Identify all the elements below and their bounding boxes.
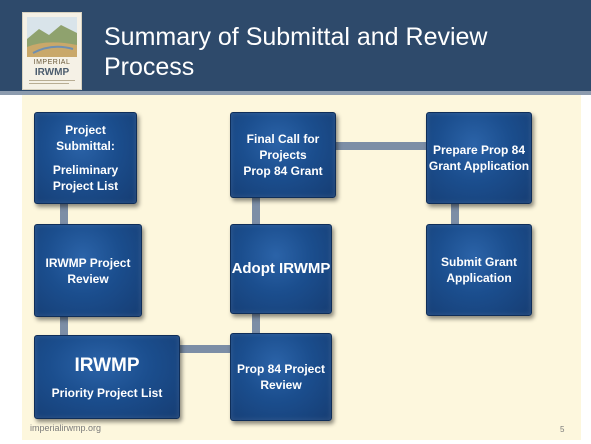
logo-text-top: IMPERIAL	[33, 59, 71, 66]
final-call-box: Final Call for Projects Prop 84 Grant	[230, 112, 336, 198]
header-divider	[0, 91, 591, 95]
connector-review-to-priority	[60, 313, 68, 339]
slide-title: Summary of Submittal and Review Process	[104, 23, 488, 81]
irwmp-project-review-box: IRWMP Project Review	[34, 224, 142, 317]
adopt-irwmp-box: Adopt IRWMP	[230, 224, 332, 314]
footer-url: imperialirwmp.org	[30, 423, 102, 433]
prop84-grant-label: Prop 84 Grant	[243, 164, 323, 178]
prepare-application-box: Prepare Prop 84 Grant Application	[426, 112, 532, 204]
irwmp-priority-list-box: IRWMP Priority Project List	[34, 335, 180, 419]
connector-adopt-to-finalcall	[252, 194, 260, 226]
logo-rule	[29, 83, 69, 84]
prop84-project-review-label: Prop 84 Project Review	[236, 362, 326, 392]
connector-priority-to-prop84	[178, 345, 234, 353]
logo-rule	[29, 80, 75, 81]
preliminary-project-list-label: Preliminary Project List	[52, 163, 119, 193]
irwmp-label: IRWMP	[74, 355, 140, 376]
connector-prepare-to-submit	[451, 200, 459, 226]
prop84-project-review-box: Prop 84 Project Review	[230, 333, 332, 421]
project-submittal-box: Project Submittal: Preliminary Project L…	[34, 112, 137, 204]
landscape-icon	[27, 17, 77, 57]
project-submittal-label: Project Submittal:	[56, 123, 115, 153]
submit-application-label: Submit Grant Application	[440, 255, 517, 285]
connector-submittal-to-review	[60, 200, 68, 228]
final-call-label: Final Call for Projects	[246, 132, 320, 162]
connector-finalcall-to-prepare	[334, 142, 428, 150]
priority-project-list-label: Priority Project List	[51, 386, 163, 400]
adopt-irwmp-label: Adopt IRWMP	[231, 260, 331, 277]
prepare-application-label: Prepare Prop 84 Grant Application	[428, 143, 530, 173]
page-number: 5	[560, 425, 565, 434]
logo-text-main: IRWMP	[34, 67, 70, 78]
imperial-irwmp-logo: IMPERIAL IRWMP	[22, 12, 82, 90]
title-bar: IMPERIAL IRWMP Summary of Submittal and …	[0, 0, 591, 91]
connector-prop84-to-adopt	[252, 311, 260, 335]
irwmp-project-review-label: IRWMP Project Review	[45, 255, 131, 286]
submit-application-box: Submit Grant Application	[426, 224, 532, 316]
